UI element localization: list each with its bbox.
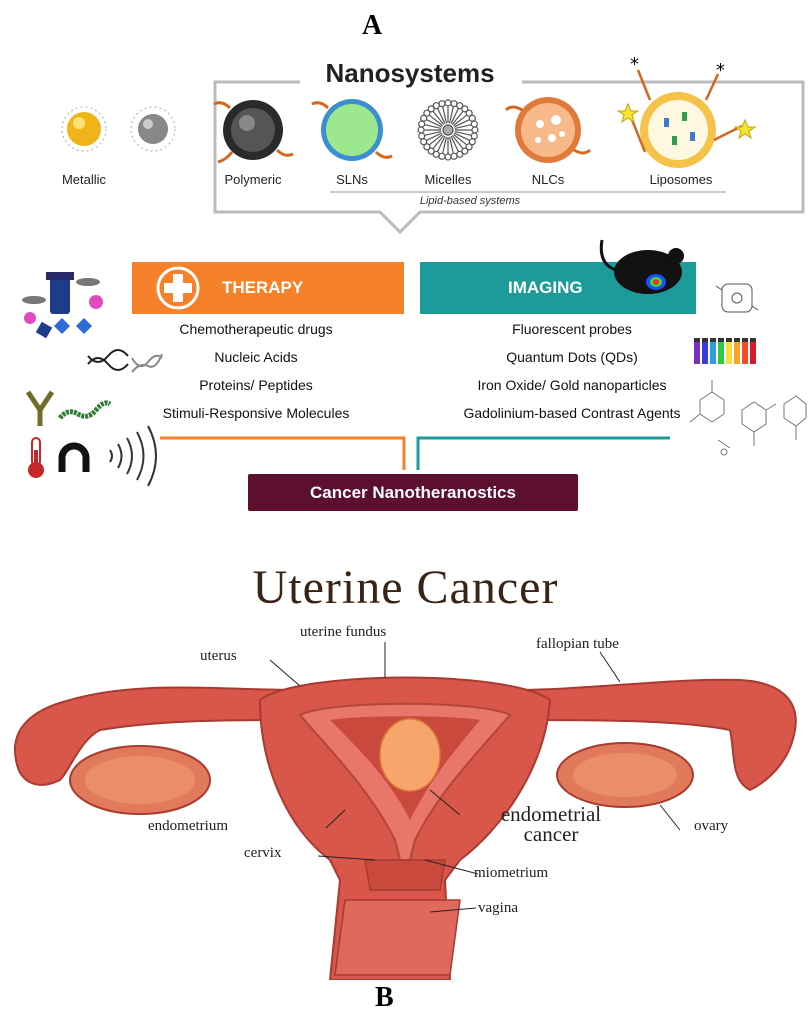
metallic-particle-gold [62,107,106,151]
therapy-item: Nucleic Acids [106,349,406,365]
panel-b-letter: B [375,982,394,1014]
label-uterus: uterus [200,648,237,665]
label-polymeric: Polymeric [198,172,308,187]
label-endometrium: endometrium [148,818,228,835]
nanosystems-title: Nanosystems [300,58,520,89]
liposome-particle: * * [618,54,755,168]
imaging-item: Gadolinium-based Contrast Agents [392,405,752,421]
label-miometrium: miometrium [474,865,548,882]
imaging-item: Fluorescent probes [392,321,752,337]
uterine-cancer-title: Uterine Cancer [0,560,811,615]
nlc-particle [506,97,590,163]
label-endometrial-cancer: endometrial cancer [456,804,646,844]
svg-text:*: * [716,60,725,81]
therapy-header: THERAPY [222,278,303,298]
imaging-header: IMAGING [508,278,583,298]
label-uterine-fundus: uterine fundus [300,624,386,641]
label-fallopian-tube: fallopian tube [536,636,619,653]
label-nlcs: NLCs [493,172,603,187]
thermometer-icon [28,438,44,478]
imaging-item: Quantum Dots (QDs) [392,349,752,365]
sln-particle [312,99,392,161]
magnet-icon [62,446,86,472]
endometrial-tumor [380,719,440,791]
antibody-icon [28,392,110,426]
metallic-particle-silver [131,107,175,151]
label-micelles: Micelles [393,172,503,187]
drug-icon [22,272,103,338]
nanosystems-frame [215,82,803,232]
label-slns: SLNs [297,172,407,187]
label-metallic: Metallic [29,172,139,187]
micelle-particle [418,100,478,160]
therapy-item: Proteins/ Peptides [106,377,406,393]
imaging-item: Iron Oxide/ Gold nanoparticles [392,377,752,393]
svg-text:*: * [630,54,639,75]
label-vagina: vagina [478,900,518,917]
ultrasound-waves-icon [110,426,156,486]
label-ovary: ovary [694,818,728,835]
imaging-connector [418,438,670,470]
polymeric-particle [214,100,293,162]
label-cancer: cancer [456,824,646,844]
label-cervix: cervix [244,845,281,862]
cancer-nanotheranostics-box: Cancer Nanotheranostics [248,474,578,511]
porphyrin-structure-icon [716,284,758,312]
lipid-based-label: Lipid-based systems [320,195,620,207]
label-endometrial: endometrial [456,804,646,824]
therapy-item: Chemotherapeutic drugs [106,321,406,337]
uterus-anatomy-illustration [0,620,811,980]
therapy-item: Stimuli-Responsive Molecules [106,405,406,421]
cervix [365,860,445,890]
therapy-connector [160,438,404,470]
label-liposomes: Liposomes [626,172,736,187]
